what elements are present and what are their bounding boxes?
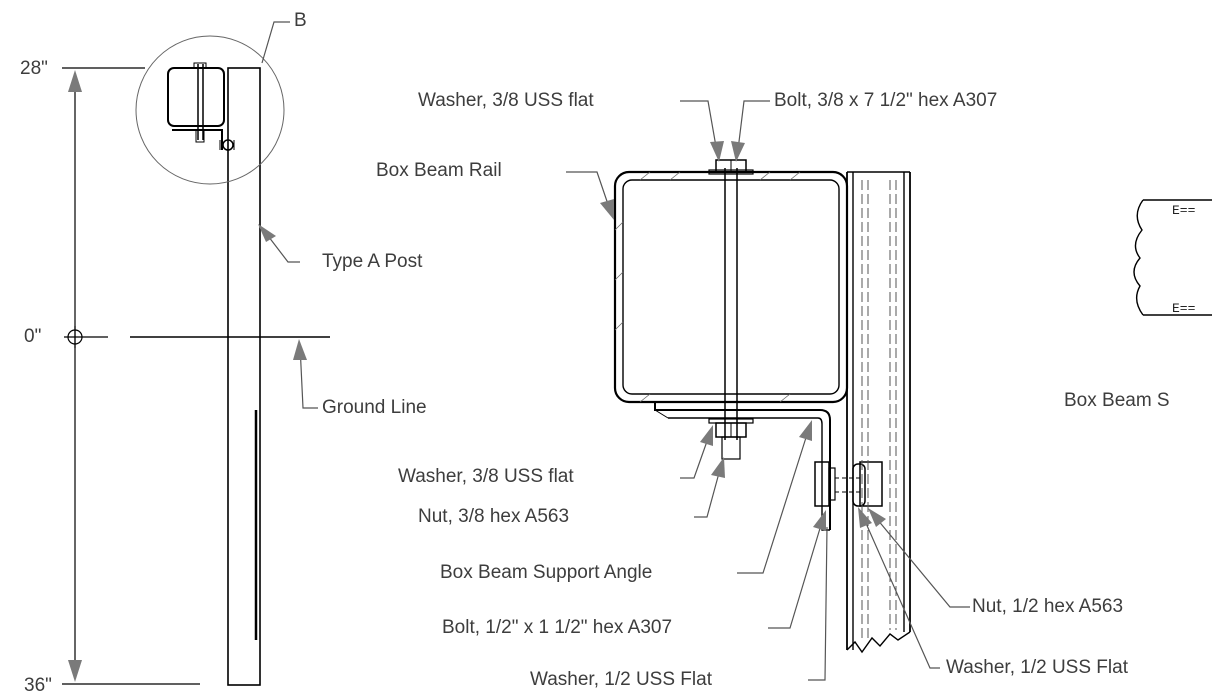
dim-top-label: 28" [20, 58, 48, 79]
svg-text:E==: E== [1172, 301, 1196, 316]
dim-bottom-label: 36" [24, 675, 52, 696]
half-washer-right [852, 463, 866, 507]
washer-top-label: Washer, 3/8 USS flat [418, 90, 594, 111]
section-label: Box Beam S [1064, 390, 1170, 411]
ground-line-label: Ground Line [322, 397, 427, 418]
ground-leader [299, 344, 318, 409]
washer-bottom-label: Washer, 3/8 USS flat [398, 466, 574, 487]
svg-text:E==: E== [1172, 203, 1196, 218]
box-beam-rail-label: Box Beam Rail [376, 160, 502, 181]
dim-zero-label: 0" [24, 326, 42, 347]
type-a-post-label: Type A Post [322, 251, 423, 272]
support-angle [654, 402, 831, 530]
washer-half-right-label: Washer, 1/2 USS Flat [946, 657, 1128, 678]
detail-view [566, 100, 970, 681]
bolt-top-label: Bolt, 3/8 x 7 1/2" hex A307 [774, 90, 998, 111]
detail-ref-label: B [294, 10, 307, 31]
rail-inner [622, 179, 840, 395]
detail-circle [135, 35, 285, 185]
detail-leader [261, 21, 290, 64]
mini-rail [167, 67, 225, 127]
section-view: E== E== [1133, 199, 1212, 316]
support-angle-label: Box Beam Support Angle [440, 562, 653, 583]
nut-small-label: Nut, 3/8 hex A563 [418, 506, 570, 527]
elevation-view [62, 21, 330, 686]
dim-arrow-top [68, 70, 82, 92]
post-leader [261, 227, 300, 263]
section-break [1133, 199, 1144, 316]
post-break-line [846, 631, 911, 654]
half-nut [859, 461, 883, 507]
post-outline [227, 67, 261, 686]
washer-half-left-label: Washer, 1/2 USS Flat [530, 669, 712, 690]
dim-arrow-bottom [68, 660, 82, 682]
rail-outer [613, 170, 849, 404]
nut-half-label: Nut, 1/2 hex A563 [972, 596, 1124, 617]
bolt-half-label: Bolt, 1/2" x 1 1/2" hex A307 [442, 617, 673, 638]
